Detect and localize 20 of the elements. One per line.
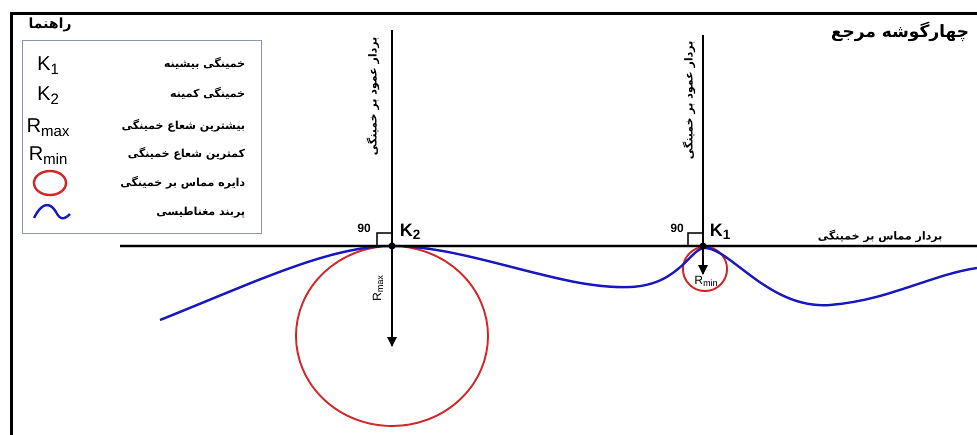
axis-label: بردار مماس بر خمینگی xyxy=(818,230,942,242)
symbol-label: K$_{2}$ xyxy=(37,84,59,104)
angle-label: 90 xyxy=(357,222,371,234)
axis-label: بردار عمود بر خمینگی xyxy=(368,36,378,156)
point-label: K$_{2}$ xyxy=(400,221,420,239)
legend-text: کمترین شعاع خمینگی xyxy=(128,148,245,159)
legend-title: راهنما xyxy=(28,17,72,31)
legend-text: خمینگی کمینه xyxy=(170,88,245,99)
symbol-label: K$_{1}$ xyxy=(37,54,59,74)
legend-text: پربند مغناطیسی xyxy=(156,206,245,217)
point-label: K$_{1}$ xyxy=(710,221,730,239)
symbol-label: R$_{max}$ xyxy=(26,116,70,136)
angle-label: 90 xyxy=(670,222,684,234)
symbol-label: R$_{min}$ xyxy=(28,144,68,164)
legend-text: خمینگی بیشینه xyxy=(164,58,245,69)
legend-text: دایره مماس بر خمینگی xyxy=(120,177,245,188)
legend-text: بیشترین شعاع خمینگی xyxy=(122,120,245,131)
radius-label: R$_{min}$ xyxy=(694,274,718,286)
axis-label: بردار عمود بر خمینگی xyxy=(684,40,694,160)
heading: چهارگوشه مرجع xyxy=(830,20,969,44)
